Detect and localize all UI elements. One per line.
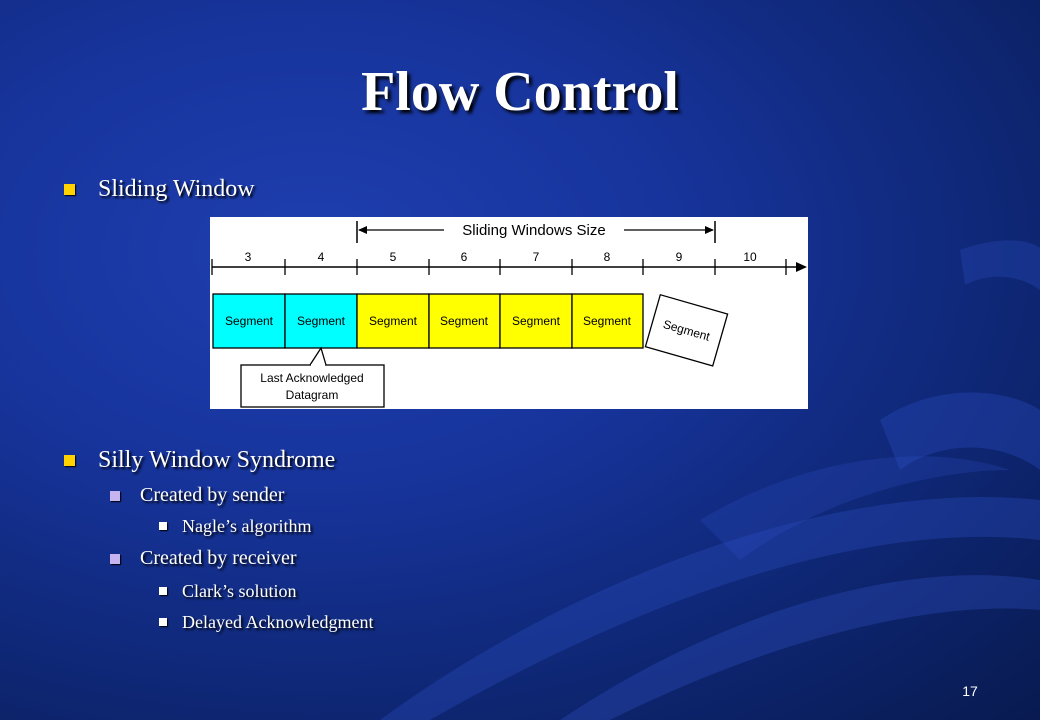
segment-3: Segment xyxy=(356,293,430,349)
segment-label: Segment xyxy=(512,314,561,328)
bullet-square-icon xyxy=(64,455,75,466)
slide-title: Flow Control xyxy=(361,61,679,123)
arrow-left-icon xyxy=(358,226,367,234)
bullet-sliding-window: Sliding Window xyxy=(64,176,255,203)
tick-label: 5 xyxy=(390,250,397,264)
last-acknowledged-callout: Last Acknowledged Datagram xyxy=(240,346,385,408)
bullet-square-icon xyxy=(159,522,167,530)
segment-label: Segment xyxy=(440,314,489,328)
tick-label: 9 xyxy=(676,250,683,264)
segment-label: Segment xyxy=(297,314,346,328)
segment-5: Segment xyxy=(499,293,573,349)
segment-1: Segment xyxy=(212,293,286,349)
bullet-clark: Clark’s solution xyxy=(159,581,297,602)
page-number: 17 xyxy=(962,683,978,699)
callout-line-1: Last Acknowledged xyxy=(260,371,363,385)
window-size-label: Sliding Windows Size xyxy=(462,222,605,239)
bullet-square-icon xyxy=(159,587,167,595)
bullet-text: Delayed Acknowledgment xyxy=(182,612,374,632)
tick-label: 10 xyxy=(743,250,757,264)
segment-7-tilted: Segment xyxy=(644,293,729,367)
callout-line-2: Datagram xyxy=(286,388,339,402)
bullet-text: Created by sender xyxy=(140,484,285,506)
bullet-square-icon xyxy=(159,618,167,626)
tick-label: 4 xyxy=(318,250,325,264)
bullet-square-icon xyxy=(64,184,75,195)
tick-label: 3 xyxy=(245,250,252,264)
bullet-created-by-sender: Created by sender xyxy=(110,484,285,507)
segment-4: Segment xyxy=(428,293,501,349)
bullet-nagle: Nagle’s algorithm xyxy=(159,516,312,537)
tick-label: 8 xyxy=(604,250,611,264)
bullet-text: Nagle’s algorithm xyxy=(182,516,312,536)
segment-2: Segment xyxy=(284,293,358,349)
sliding-window-diagram: Sliding Windows Size 3 4 5 6 7 8 9 10 Se… xyxy=(210,217,808,409)
bullet-text: Sliding Window xyxy=(98,176,255,202)
axis-arrow-icon xyxy=(796,262,807,272)
bullet-square-icon xyxy=(110,491,120,501)
segment-label: Segment xyxy=(583,314,632,328)
bullet-silly-window: Silly Window Syndrome xyxy=(64,447,336,474)
arrow-right-icon xyxy=(705,226,714,234)
bullet-created-by-receiver: Created by receiver xyxy=(110,547,297,570)
segment-label: Segment xyxy=(225,314,274,328)
tick-label: 6 xyxy=(461,250,468,264)
bullet-text: Clark’s solution xyxy=(182,581,297,601)
bullet-delayed-ack: Delayed Acknowledgment xyxy=(159,612,374,633)
axis-ticks xyxy=(211,259,787,275)
bullet-text: Silly Window Syndrome xyxy=(98,447,336,473)
tick-label: 7 xyxy=(533,250,540,264)
bullet-text: Created by receiver xyxy=(140,547,297,569)
segment-label: Segment xyxy=(369,314,418,328)
segment-6: Segment xyxy=(571,293,644,349)
bullet-square-icon xyxy=(110,554,120,564)
